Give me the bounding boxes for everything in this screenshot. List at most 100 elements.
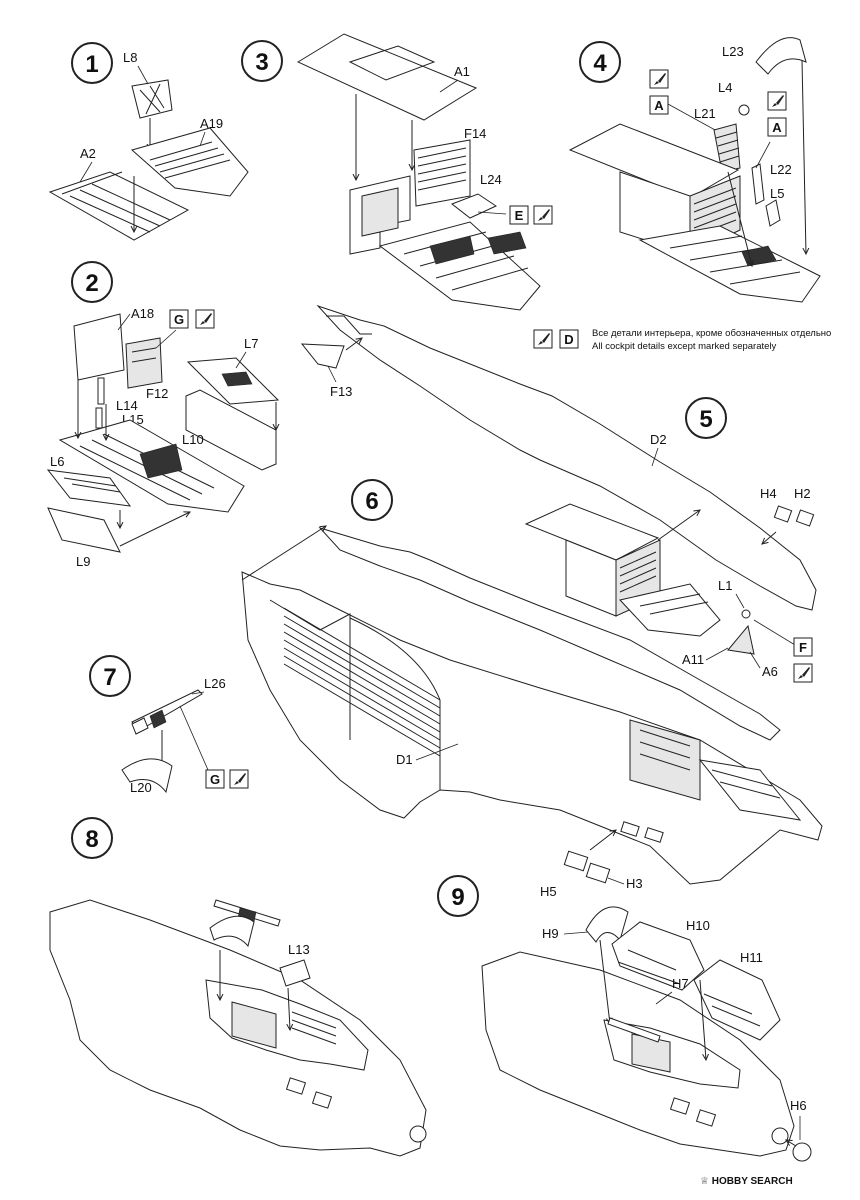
step-3: 3 A1 F14 L24 E	[241, 33, 553, 311]
label-h3: H3	[626, 876, 643, 891]
label-l14: L14	[116, 398, 138, 413]
part-a19-shape	[130, 127, 249, 197]
part-h4-shape	[773, 505, 793, 523]
part-l8-shape	[131, 79, 173, 119]
part-f13-shape	[300, 343, 345, 369]
step-number: 6	[365, 488, 378, 515]
part-l23-shape	[755, 37, 807, 75]
label-h7: H7	[672, 976, 689, 991]
step-number: 3	[255, 49, 268, 76]
label-l24: L24	[480, 172, 502, 187]
part-l6-shape	[46, 469, 132, 507]
svg-text:E: E	[515, 208, 524, 223]
step-number: 8	[85, 826, 98, 853]
svg-text:A: A	[654, 98, 664, 113]
step-number: 9	[451, 884, 464, 911]
paintbrush-icon	[649, 69, 669, 89]
paintbrush-icon	[767, 91, 787, 111]
label-f12: F12	[146, 386, 168, 401]
label-l8: L8	[123, 50, 137, 65]
label-l26: L26	[204, 676, 226, 691]
step-number: 5	[699, 406, 712, 433]
label-h5: H5	[540, 884, 557, 899]
label-l6: L6	[50, 454, 64, 469]
step-7: 7 L26 L20 G	[89, 655, 249, 795]
label-a18: A18	[131, 306, 154, 321]
paintbrush-icon	[229, 769, 249, 789]
part-h11-shape	[693, 959, 781, 1041]
part-l5-shape	[765, 199, 781, 227]
part-h5-shape	[563, 850, 589, 872]
marker-f: F	[793, 637, 813, 657]
step-5: 5 D2 F13 H4 H2 L1 A11 A6	[300, 304, 817, 683]
part-l1-shape	[741, 609, 751, 619]
step-number: 1	[85, 51, 98, 78]
step-number: 7	[103, 664, 116, 691]
part-f12-shape	[125, 337, 163, 389]
label-l13: L13	[288, 942, 310, 957]
marker-e: E	[509, 205, 529, 225]
label-l9: L9	[76, 554, 90, 569]
label-l4: L4	[718, 80, 732, 95]
label-d2: D2	[650, 432, 667, 447]
part-h3-shape	[585, 862, 611, 884]
label-l1: L1	[718, 578, 732, 593]
label-h6: H6	[790, 1098, 807, 1113]
label-a11: A11	[682, 652, 704, 667]
label-a2: A2	[80, 146, 96, 161]
paintbrush-icon	[533, 205, 553, 225]
part-h10-shape	[611, 921, 705, 991]
part-d1-shape	[241, 571, 823, 885]
legend-markers: D	[533, 329, 579, 349]
label-a1: A1	[454, 64, 470, 79]
legend-note-en: All cockpit details except marked separa…	[592, 341, 777, 352]
marker-g: G	[169, 309, 189, 329]
step-6: 6 D1 H5 H3	[241, 479, 823, 899]
step-number: 4	[593, 50, 607, 77]
label-h11: H11	[740, 950, 763, 965]
part-f14-shape	[413, 139, 471, 207]
label-f14: F14	[464, 126, 486, 141]
label-h4: H4	[760, 486, 777, 501]
svg-text:F: F	[799, 640, 807, 655]
part-tub-floor	[378, 221, 541, 311]
label-l10: L10	[182, 432, 204, 447]
part-l20-shape	[121, 758, 173, 794]
label-l22: L22	[770, 162, 792, 177]
part-a1-shape	[296, 33, 478, 121]
label-l21: L21	[694, 106, 716, 121]
step-8: 8 L13	[49, 817, 427, 1157]
watermark-logo-icon: ♕	[700, 1176, 709, 1187]
marker-a: A	[767, 117, 787, 137]
step-number: 2	[85, 270, 98, 297]
watermark-text: HOBBY SEARCH	[711, 1176, 793, 1187]
part-a11-shape	[727, 624, 755, 655]
paintbrush-icon	[793, 663, 813, 683]
step-4: 4 A A L23 L4 L21 L22 L5	[568, 37, 821, 303]
label-h9: H9	[542, 926, 559, 941]
part-l21-shape	[713, 123, 741, 173]
part-a2-shape	[48, 171, 190, 241]
part-l22-shape	[751, 163, 765, 205]
label-l7: L7	[244, 336, 258, 351]
label-a19: A19	[200, 116, 223, 131]
paintbrush-icon	[533, 329, 553, 349]
part-l13-shape	[279, 959, 311, 987]
part-l24-shape	[450, 193, 498, 219]
part-a18-shape	[73, 313, 125, 381]
part-l9-shape	[47, 507, 121, 553]
part-h2-shape	[795, 509, 815, 527]
label-a6: A6	[762, 664, 778, 679]
part-l4-shape	[738, 104, 750, 116]
svg-text:G: G	[210, 772, 220, 787]
part-l15-shape	[95, 407, 103, 429]
label-l5: L5	[770, 186, 784, 201]
svg-text:A: A	[772, 120, 782, 135]
label-f13: F13	[330, 384, 352, 399]
step-1: 1 L8 A19 A2	[48, 42, 249, 241]
marker-a: A	[649, 95, 669, 115]
svg-text:D: D	[564, 332, 573, 347]
part-d2-shape	[316, 304, 817, 611]
paintbrush-icon	[195, 309, 215, 329]
